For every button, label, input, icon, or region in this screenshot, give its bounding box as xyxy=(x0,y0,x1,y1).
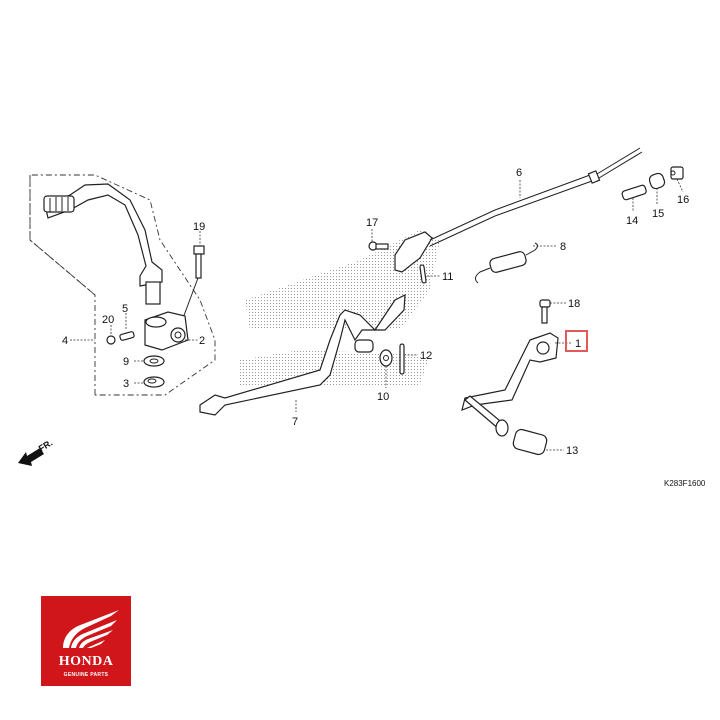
part-8-spring[interactable] xyxy=(474,242,538,284)
honda-wing-icon xyxy=(63,610,119,648)
callout-11[interactable]: 11 xyxy=(442,271,453,283)
part-5-spring[interactable] xyxy=(119,331,135,341)
part-10-washer[interactable] xyxy=(379,349,393,367)
logo-tagline: GENUINE PARTS xyxy=(63,672,109,678)
part-3-circlip[interactable] xyxy=(143,376,165,388)
arrow-left-icon xyxy=(18,448,44,466)
callout-7[interactable]: 7 xyxy=(292,416,298,428)
part-12-cotter-pin[interactable] xyxy=(399,343,405,375)
part-4-kick-arm[interactable] xyxy=(43,183,163,305)
front-direction-indicator: FR. xyxy=(18,438,54,466)
callout-6[interactable]: 6 xyxy=(516,167,522,179)
part-19-bolt[interactable] xyxy=(182,245,205,319)
part-2-joint[interactable] xyxy=(144,311,189,351)
callout-2[interactable]: 2 xyxy=(199,335,205,347)
callout-3[interactable]: 3 xyxy=(123,378,129,390)
diagram-code: K283F1600 xyxy=(664,479,706,488)
part-9-washer[interactable] xyxy=(143,355,165,367)
leader-lines xyxy=(70,178,684,451)
callout-1[interactable]: 1 xyxy=(575,338,581,350)
logo-brand-text: HONDA xyxy=(58,654,114,669)
callout-13[interactable]: 13 xyxy=(566,445,578,457)
part-11-pin[interactable] xyxy=(419,264,427,284)
part-13-pedal-rubber[interactable] xyxy=(512,428,548,456)
part-6-brake-rod[interactable] xyxy=(394,147,643,273)
part-15-joint-pin[interactable] xyxy=(648,172,666,190)
callout-16[interactable]: 16 xyxy=(677,194,689,206)
part-17-bolt[interactable] xyxy=(368,241,389,251)
part-14-spring[interactable] xyxy=(621,184,647,201)
callout-15[interactable]: 15 xyxy=(652,208,664,220)
callout-5[interactable]: 5 xyxy=(122,303,128,315)
part-7-brake-pedal[interactable] xyxy=(199,293,406,416)
group-outline-edge xyxy=(29,175,96,296)
callout-17[interactable]: 17 xyxy=(366,217,378,229)
highlight-box-part-1 xyxy=(565,330,588,352)
callout-4[interactable]: 4 xyxy=(62,335,68,347)
part-1-change-pedal[interactable] xyxy=(461,332,559,437)
callout-10[interactable]: 10 xyxy=(377,391,389,403)
callout-12[interactable]: 12 xyxy=(420,350,432,362)
callout-14[interactable]: 14 xyxy=(626,215,638,227)
callout-9[interactable]: 9 xyxy=(123,356,129,368)
callout-20[interactable]: 20 xyxy=(102,314,114,326)
honda-genuine-parts-logo: HONDA GENUINE PARTS xyxy=(41,596,131,686)
part-16-nut[interactable] xyxy=(670,166,684,180)
callout-8[interactable]: 8 xyxy=(560,241,566,253)
callout-19[interactable]: 19 xyxy=(193,221,205,233)
callout-18[interactable]: 18 xyxy=(568,298,580,310)
part-20-ball[interactable] xyxy=(106,335,116,345)
part-18-bolt[interactable] xyxy=(539,299,551,324)
front-label: FR. xyxy=(37,438,55,454)
